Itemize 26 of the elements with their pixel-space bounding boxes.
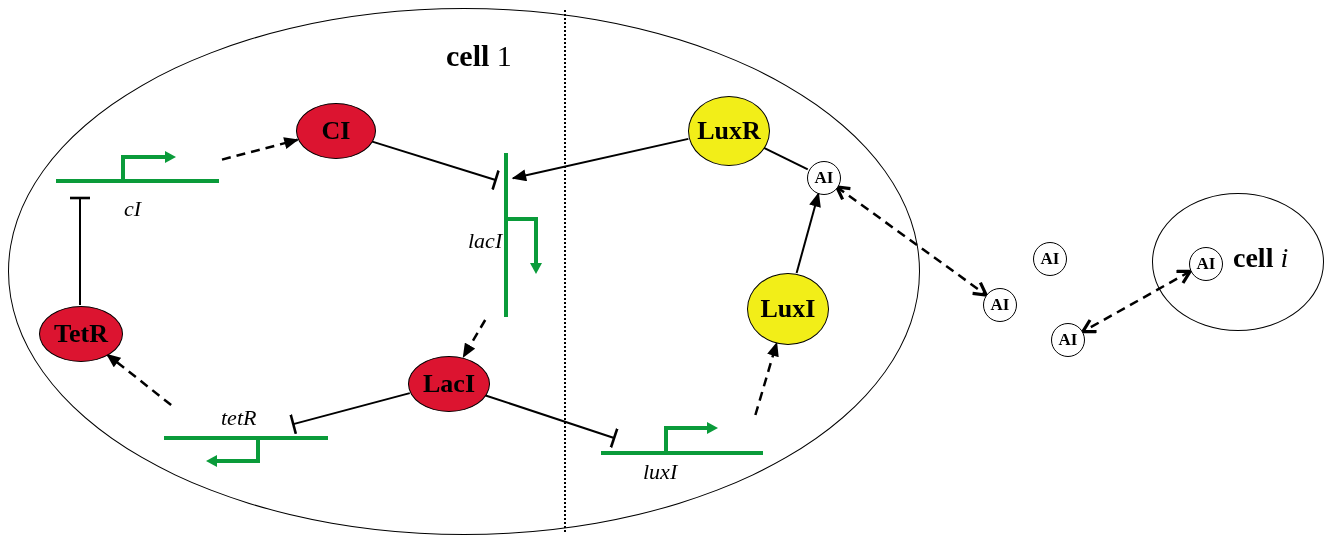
cell-label: cell i xyxy=(1233,242,1289,274)
protein-ellipse: LuxR xyxy=(688,96,770,166)
molecule-circle: AI xyxy=(807,161,841,195)
protein-ellipse: CI xyxy=(296,103,376,159)
gene-label: cI xyxy=(124,197,142,222)
protein-ellipse: TetR xyxy=(39,306,123,362)
molecule-circle: AI xyxy=(1033,242,1067,276)
cell-ellipse xyxy=(8,8,920,535)
molecule-circle: AI xyxy=(1189,247,1223,281)
molecule-circle: AI xyxy=(983,288,1017,322)
protein-ellipse: LacI xyxy=(408,356,490,412)
double-arrow xyxy=(1081,269,1192,334)
molecule-circle: AI xyxy=(1051,323,1085,357)
arrow xyxy=(106,353,172,406)
arrow xyxy=(511,137,690,182)
cell-label: cell 1 xyxy=(446,39,512,73)
inhibition-line xyxy=(289,392,411,436)
arrow xyxy=(754,341,779,416)
gene-label: tetR xyxy=(221,406,257,431)
arrow xyxy=(795,192,821,274)
gene-label: lacI xyxy=(468,229,503,254)
gene-label: luxI xyxy=(643,460,678,485)
protein-ellipse: LuxI xyxy=(747,273,829,345)
inhibition-line xyxy=(68,196,92,306)
double-arrow xyxy=(835,185,988,297)
arrow xyxy=(221,137,299,161)
